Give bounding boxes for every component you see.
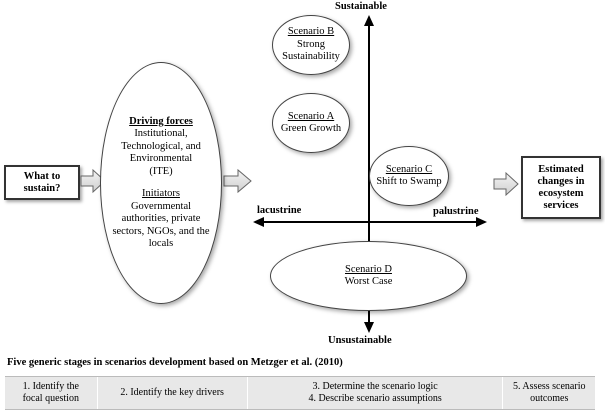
scenario-b-title: Scenario B	[287, 26, 335, 38]
stage-cell: 3. Determine the scenario logic 4. Descr…	[247, 377, 504, 409]
block-arrow-1	[80, 168, 106, 194]
estimated-changes-box: Estimated changes in ecosystem services	[521, 156, 601, 219]
initiators-line: locals	[148, 238, 174, 249]
scenario-b-ellipse: Scenario B Strong Sustainability	[272, 15, 350, 75]
driving-forces-line: Technological, and	[121, 140, 201, 152]
vertical-axis-bottom-arrowhead	[364, 322, 374, 333]
block-arrow-3	[493, 171, 519, 197]
initiators-line: authorities, private	[121, 213, 201, 224]
stage-5-line: outcomes	[530, 393, 569, 404]
axis-label-lacustrine: lacustrine	[257, 205, 302, 216]
initiators-line: Governmental	[130, 200, 192, 212]
what-to-sustain-label: What to sustain?	[23, 170, 61, 194]
initiators-title: Initiators	[142, 188, 180, 199]
stage-4-line: 4. Describe scenario assumptions	[308, 393, 442, 404]
driving-forces-line: Institutional,	[134, 128, 188, 139]
stages-caption: Five generic stages in scenarios develop…	[7, 357, 343, 368]
scenario-c-ellipse: Scenario C Shift to Swamp	[369, 146, 449, 206]
driving-forces-line: (ITE)	[149, 165, 173, 177]
scenario-d-title: Scenario D	[345, 263, 392, 275]
what-to-sustain-box: What to sustain?	[4, 165, 80, 200]
output-line: ecosystem	[538, 187, 584, 199]
axis-label-palustrine: palustrine	[433, 206, 479, 217]
horizontal-axis-right-arrowhead	[476, 217, 487, 227]
axis-label-unsustainable: Unsustainable	[328, 335, 392, 346]
output-line: services	[543, 199, 579, 211]
scenario-b-line: Strong	[296, 38, 325, 50]
stage-3-line: 3. Determine the scenario logic	[312, 381, 438, 392]
scenario-d-ellipse: Scenario D Worst Case	[270, 241, 467, 311]
stage-1-line: focal question	[22, 393, 79, 404]
vertical-axis-top-arrowhead	[364, 15, 374, 26]
scenario-a-line: Green Growth	[280, 123, 342, 134]
driving-forces-ellipse: Driving forces Institutional, Technologi…	[100, 62, 222, 304]
stages-row: 1. Identify the focal question 2. Identi…	[5, 376, 595, 410]
stage-5-line: 5. Assess scenario	[512, 381, 586, 392]
axis-label-sustainable: Sustainable	[335, 1, 387, 12]
stage-1-line: 1. Identify the	[22, 381, 79, 392]
initiators-line: sectors, NGOs, and the	[112, 225, 210, 237]
scenario-c-title: Scenario C	[385, 163, 433, 175]
horizontal-axis-left-arrowhead	[253, 217, 264, 227]
scenario-b-line: Sustainability	[282, 51, 340, 63]
output-line: Estimated	[538, 163, 584, 175]
scenario-a-ellipse: Scenario A Green Growth	[272, 93, 350, 153]
stage-cell: 1. Identify the focal question	[5, 377, 98, 409]
scenario-c-line: Shift to Swamp	[376, 176, 442, 187]
scenario-a-title: Scenario A	[287, 110, 335, 122]
block-arrow-2	[223, 168, 252, 194]
stage-cell: 5. Assess scenario outcomes	[503, 377, 595, 409]
driving-forces-title: Driving forces	[129, 115, 193, 127]
driving-forces-line: Environmental	[129, 153, 193, 164]
stage-2-line: 2. Identify the key drivers	[120, 387, 224, 398]
stage-cell: 2. Identify the key drivers	[97, 377, 248, 409]
output-line: changes in	[537, 175, 585, 187]
scenario-d-line: Worst Case	[344, 276, 393, 287]
